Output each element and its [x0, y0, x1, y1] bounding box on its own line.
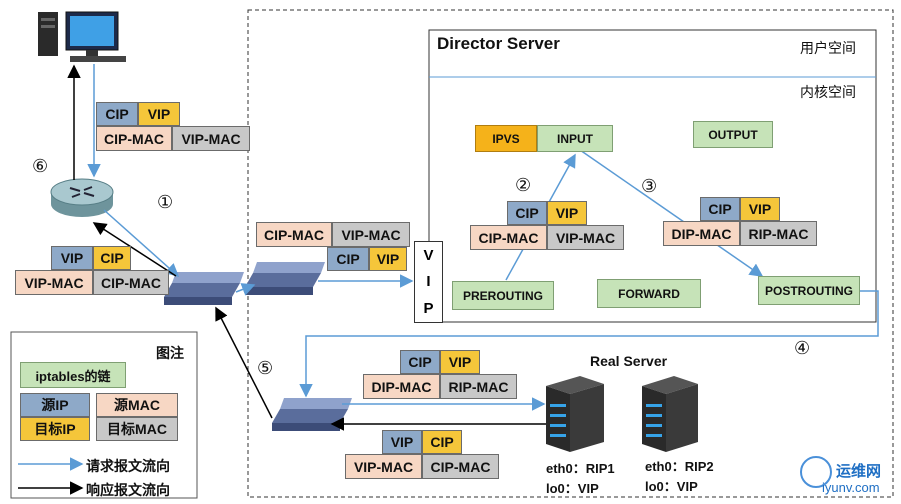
watermark-line1: 运维网 — [836, 463, 882, 480]
switch-left-icon — [164, 272, 244, 305]
watermark-logo-icon — [800, 456, 832, 488]
arrow-switch-to-router — [92, 222, 177, 277]
pkt2-src-mac: CIP-MAC — [256, 222, 332, 247]
user-space-label: 用户空间 — [800, 40, 856, 56]
chain-forward: FORWARD — [597, 279, 701, 308]
pkt5-src-mac: DIP-MAC — [363, 374, 440, 399]
pkt-resp-dst-mac: CIP-MAC — [93, 270, 169, 295]
router-icon — [50, 178, 114, 217]
pkt4-dst-ip: VIP — [740, 197, 780, 221]
pkt4-src-ip: CIP — [700, 197, 740, 221]
chain-output: OUTPUT — [693, 121, 773, 148]
pkt3-dst-ip: VIP — [547, 201, 587, 225]
pkt2-dst-mac: VIP-MAC — [332, 222, 410, 247]
vip-letter-i: I — [426, 273, 431, 291]
real-server-1-icon — [546, 376, 604, 452]
lvs-cluster-boundary — [247, 9, 894, 498]
pkt6-dst-mac: CIP-MAC — [422, 454, 499, 479]
pkt1-src-ip: CIP — [96, 102, 138, 126]
legend-dst-mac: 目标MAC — [96, 417, 178, 441]
pkt4-dst-mac: RIP-MAC — [740, 221, 817, 246]
kernel-space-label: 内核空间 — [800, 84, 856, 100]
director-server-box — [428, 29, 877, 323]
arrow-input-to-postrouting — [579, 149, 764, 277]
legend-chain: iptables的链 — [20, 362, 126, 388]
switch-middle-icon — [245, 262, 325, 295]
rs2-eth0: eth0：RIP2 — [645, 459, 714, 474]
step-4: ④ — [794, 338, 811, 358]
pkt1-src-mac: CIP-MAC — [96, 126, 172, 151]
legend-src-ip: 源IP — [20, 393, 90, 417]
arrow-switch-to-switch — [235, 283, 256, 296]
step-2: ② — [515, 175, 532, 195]
pkt5-src-ip: CIP — [400, 350, 440, 374]
legend-title: 图注 — [156, 345, 184, 361]
pkt2-dst-ip: VIP — [369, 247, 407, 271]
step-1: ① — [157, 192, 174, 212]
director-server-title: Director Server — [437, 34, 560, 53]
chain-input: INPUT — [537, 125, 613, 152]
pkt3-dst-mac: VIP-MAC — [547, 225, 624, 250]
pkt-resp-dst-ip: CIP — [93, 246, 131, 270]
rs1-lo0: lo0：VIP — [546, 481, 599, 496]
pkt2-src-ip: CIP — [327, 247, 369, 271]
pkt1-dst-ip: VIP — [138, 102, 180, 126]
arrow-switch-to-switch-response — [215, 306, 273, 419]
pkt-resp-src-mac: VIP-MAC — [15, 270, 93, 295]
arrow-postrouting-to-switch — [299, 290, 879, 398]
legend-request-label: 请求报文流向 — [86, 458, 170, 474]
pkt6-src-mac: VIP-MAC — [345, 454, 422, 479]
rs1-eth0: eth0：RIP1 — [546, 461, 615, 476]
chain-ipvs: IPVS — [475, 125, 537, 152]
chain-prerouting: PREROUTING — [452, 281, 554, 310]
rs2-lo0: lo0：VIP — [645, 479, 698, 494]
step-5: ⑤ — [257, 358, 274, 378]
pkt5-dst-mac: RIP-MAC — [440, 374, 517, 399]
client-computer-icon — [38, 11, 126, 62]
vip-letter-p: P — [423, 300, 434, 318]
vip-letter-v: V — [423, 246, 434, 264]
step-3: ③ — [641, 176, 658, 196]
chain-postrouting: POSTROUTING — [758, 276, 860, 305]
pkt-resp-src-ip: VIP — [51, 246, 93, 270]
vip-interface: V I P — [414, 241, 443, 323]
pkt6-src-ip: VIP — [382, 430, 422, 454]
pkt1-dst-mac: VIP-MAC — [172, 126, 250, 151]
watermark-line2: iyunv.com — [822, 480, 880, 495]
legend-response-label: 响应报文流向 — [86, 482, 170, 498]
real-server-title: Real Server — [590, 353, 668, 369]
pkt3-src-ip: CIP — [507, 201, 547, 225]
switch-bottom-icon — [272, 398, 352, 431]
real-server-2-icon — [642, 376, 698, 452]
pkt4-src-mac: DIP-MAC — [663, 221, 740, 246]
arrow-router-to-switch — [103, 209, 180, 277]
pkt5-dst-ip: VIP — [440, 350, 480, 374]
pkt3-src-mac: CIP-MAC — [470, 225, 547, 250]
pkt6-dst-ip: CIP — [422, 430, 462, 454]
step-6: ⑥ — [32, 156, 49, 176]
legend-src-mac: 源MAC — [96, 393, 178, 417]
legend-dst-ip: 目标IP — [20, 417, 90, 441]
